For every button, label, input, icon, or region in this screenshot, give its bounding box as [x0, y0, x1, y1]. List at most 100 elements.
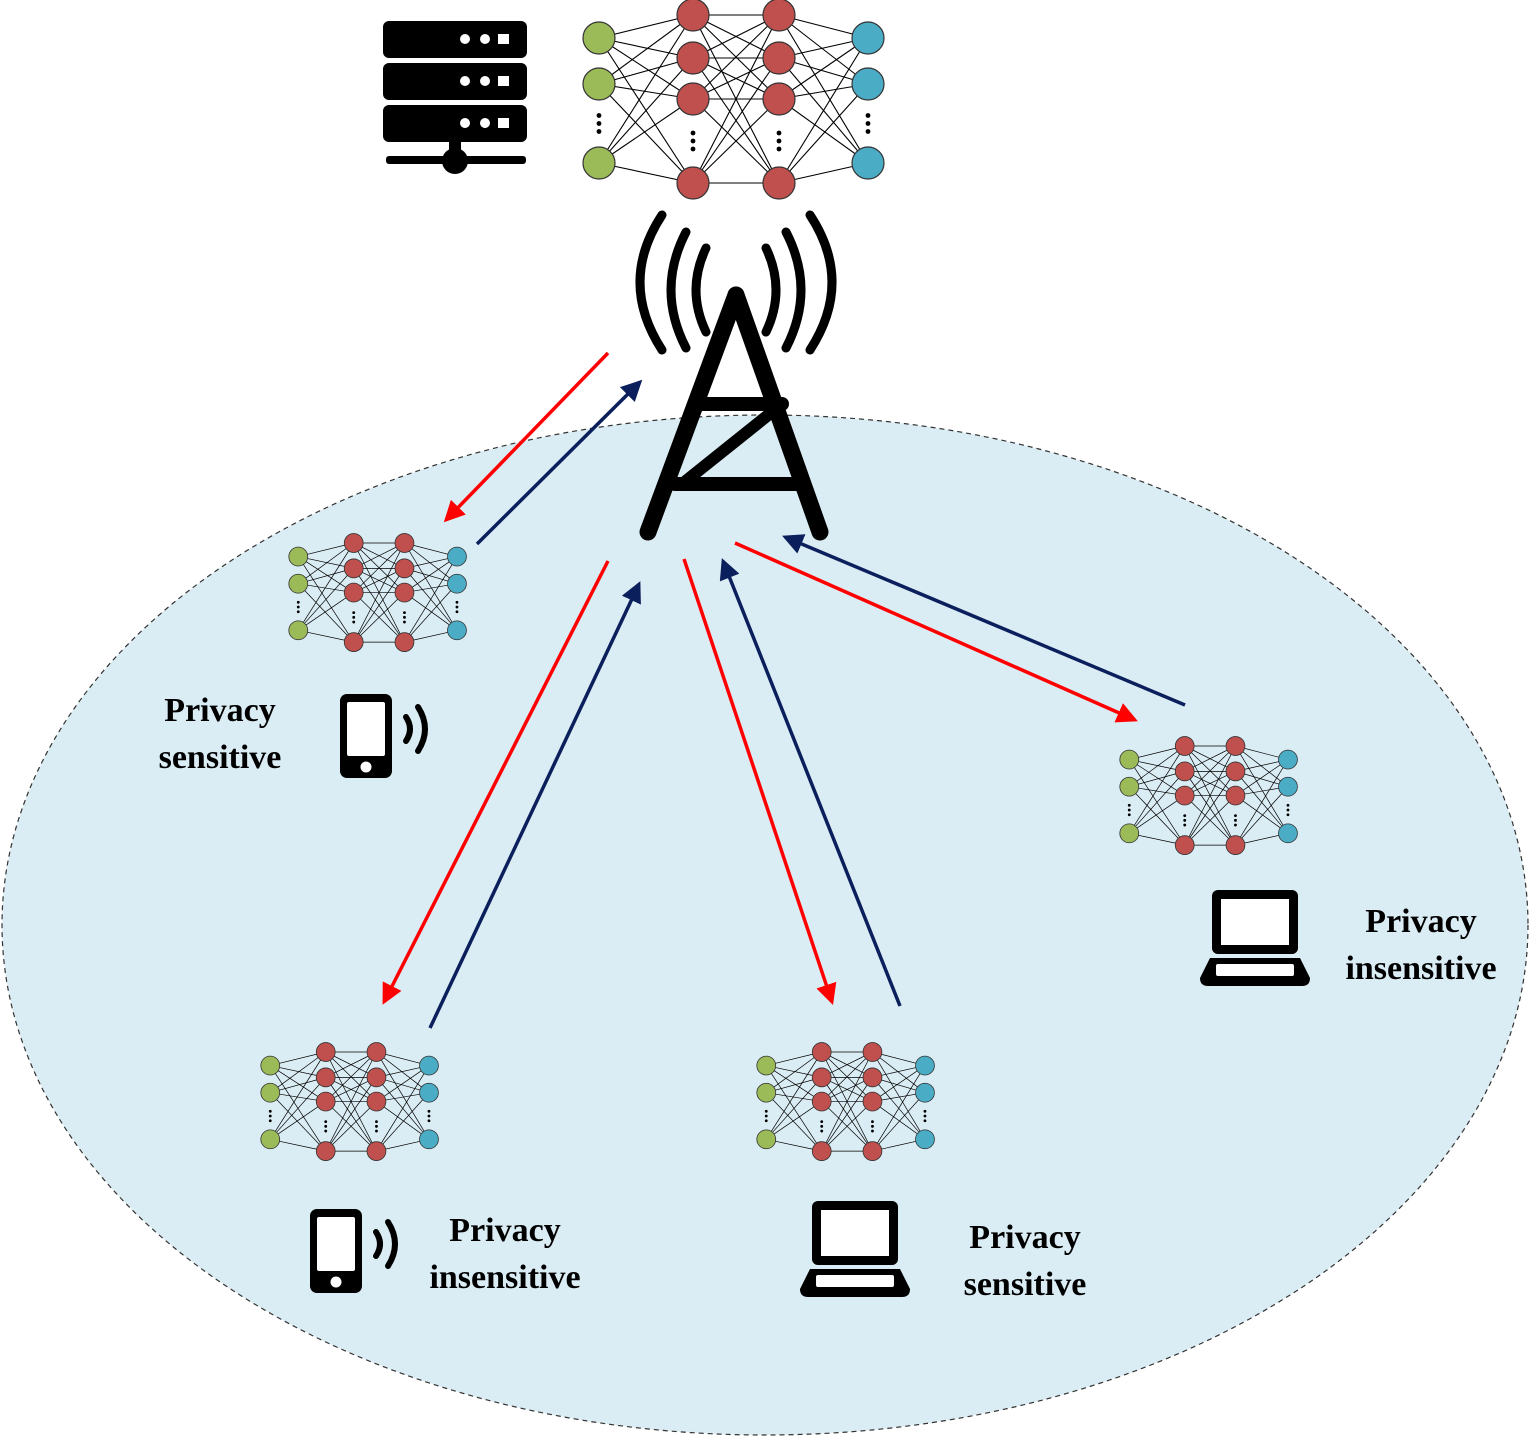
network-edge — [778, 83, 869, 184]
network-node — [1174, 835, 1195, 855]
network-node — [756, 1082, 777, 1103]
server-rack-icon — [383, 21, 527, 174]
neural-network-icon — [260, 1042, 439, 1161]
ellipsis-dot — [690, 146, 696, 152]
network-connections — [1128, 745, 1289, 846]
network-edge — [269, 1077, 326, 1140]
ellipsis-dot — [1234, 823, 1237, 827]
network-node — [915, 1055, 935, 1076]
network-edge — [297, 542, 355, 631]
network-edge — [778, 14, 869, 164]
ellipsis-dot — [375, 1129, 378, 1133]
network-node — [582, 21, 616, 55]
network-node — [851, 146, 885, 180]
ellipsis-dot — [690, 138, 696, 144]
ellipsis-dot — [324, 1129, 328, 1133]
ellipsis-dot — [455, 610, 459, 614]
ellipsis-dot — [1234, 814, 1237, 818]
ellipsis-dot — [871, 1129, 874, 1133]
network-edge — [297, 568, 354, 631]
network-node — [343, 533, 364, 553]
network-node — [394, 632, 415, 652]
device-label-phone-sensitive: Privacy sensitive — [130, 687, 310, 781]
network-edge — [1235, 745, 1289, 787]
ellipsis-dot — [865, 129, 871, 134]
ellipsis-dot — [865, 121, 871, 126]
network-node — [862, 1091, 883, 1112]
network-edge — [325, 1051, 377, 1152]
network-node — [862, 1042, 883, 1062]
network-edge — [298, 556, 354, 593]
network-edge — [404, 592, 458, 631]
network-node — [762, 82, 796, 116]
network-edge — [821, 1101, 873, 1152]
network-edge — [872, 1065, 926, 1102]
ellipsis-dot — [268, 1119, 272, 1123]
network-edge — [404, 556, 458, 593]
network-node — [419, 1055, 439, 1076]
network-node — [288, 546, 309, 567]
ellipsis-dot — [1183, 814, 1187, 818]
network-node — [366, 1141, 387, 1161]
network-node — [811, 1067, 832, 1088]
ellipsis-dot — [352, 620, 356, 624]
network-edge — [1184, 795, 1236, 846]
uplink-arrow — [428, 581, 641, 1029]
network-node — [1225, 785, 1246, 806]
network-node — [343, 582, 364, 603]
ellipsis-dot — [324, 1124, 328, 1128]
network-edge — [766, 1092, 822, 1152]
ellipsis-dot — [375, 1124, 378, 1128]
network-node — [762, 41, 796, 75]
network-edge — [353, 568, 405, 643]
network-edge — [270, 1101, 326, 1140]
network-node — [811, 1091, 832, 1112]
network-edge — [1235, 759, 1289, 846]
network-node — [260, 1129, 281, 1150]
network-node — [851, 21, 885, 55]
network-edge — [298, 583, 354, 643]
label-line-1: Privacy — [969, 1219, 1081, 1256]
laptop-icon — [800, 1201, 910, 1297]
network-node — [1278, 823, 1298, 844]
network-edge — [598, 98, 694, 164]
network-edge — [376, 1101, 430, 1140]
network-edge — [778, 98, 869, 164]
ellipsis-dot — [690, 130, 696, 136]
network-edge — [376, 1051, 430, 1140]
uplink-arrow — [475, 379, 643, 546]
network-edge — [821, 1051, 873, 1102]
network-node — [419, 1082, 439, 1103]
network-edge — [404, 583, 458, 643]
ellipsis-dot — [427, 1109, 431, 1113]
network-edge — [598, 83, 694, 184]
network-edge — [692, 98, 780, 184]
uplink-arrow — [719, 558, 902, 1007]
network-edge — [766, 1051, 822, 1093]
network-edge — [778, 37, 869, 100]
network-edge — [353, 592, 405, 643]
network-edge — [404, 542, 458, 631]
ellipsis-dot — [1127, 803, 1131, 807]
network-edge — [376, 1065, 430, 1152]
ellipsis-dot — [403, 615, 406, 619]
ellipsis-dot — [776, 138, 782, 144]
ellipsis-dot — [764, 1119, 768, 1123]
network-edge — [1184, 771, 1236, 846]
network-edge — [598, 14, 694, 85]
network-node — [851, 67, 885, 101]
network-node — [582, 67, 616, 101]
network-edge — [1129, 795, 1185, 834]
network-edge — [598, 57, 694, 164]
network-node — [1278, 749, 1298, 770]
neural-network-icon — [288, 533, 467, 652]
ellipsis-dot — [820, 1120, 824, 1124]
network-edge — [1128, 771, 1185, 834]
ellipsis-dot — [820, 1129, 824, 1133]
network-node — [315, 1067, 336, 1088]
network-node — [260, 1055, 281, 1076]
network-edge — [298, 542, 354, 584]
network-node — [915, 1129, 935, 1150]
